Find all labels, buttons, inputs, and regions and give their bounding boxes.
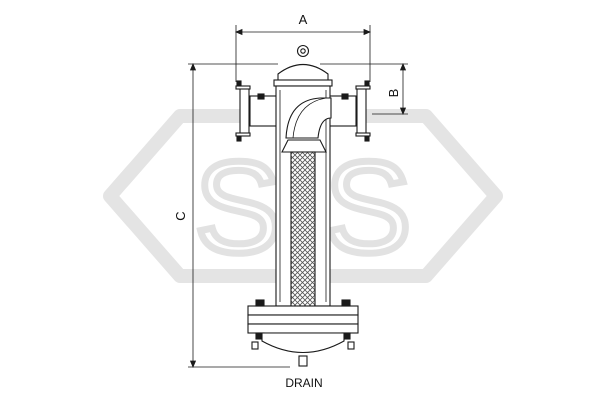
cover-flange xyxy=(273,79,333,87)
drain-label: DRAIN xyxy=(285,376,322,390)
flange-left xyxy=(235,80,251,142)
dimension-b-label: B xyxy=(386,89,401,98)
basket-funnel xyxy=(281,139,327,153)
lifting-eye xyxy=(296,44,310,58)
dimension-a-label: A xyxy=(299,12,308,27)
dome-cover xyxy=(277,63,329,83)
dimension-b xyxy=(320,62,408,116)
dimension-a xyxy=(234,25,372,82)
bottom-dome xyxy=(261,332,345,354)
strainer-body xyxy=(235,44,371,367)
drain-nipple xyxy=(298,355,308,367)
flange-right xyxy=(355,80,371,142)
mesh-basket xyxy=(290,151,316,313)
dimension-c-label: C xyxy=(173,211,188,220)
dimension-c xyxy=(188,62,290,369)
inlet-elbow xyxy=(285,97,332,139)
